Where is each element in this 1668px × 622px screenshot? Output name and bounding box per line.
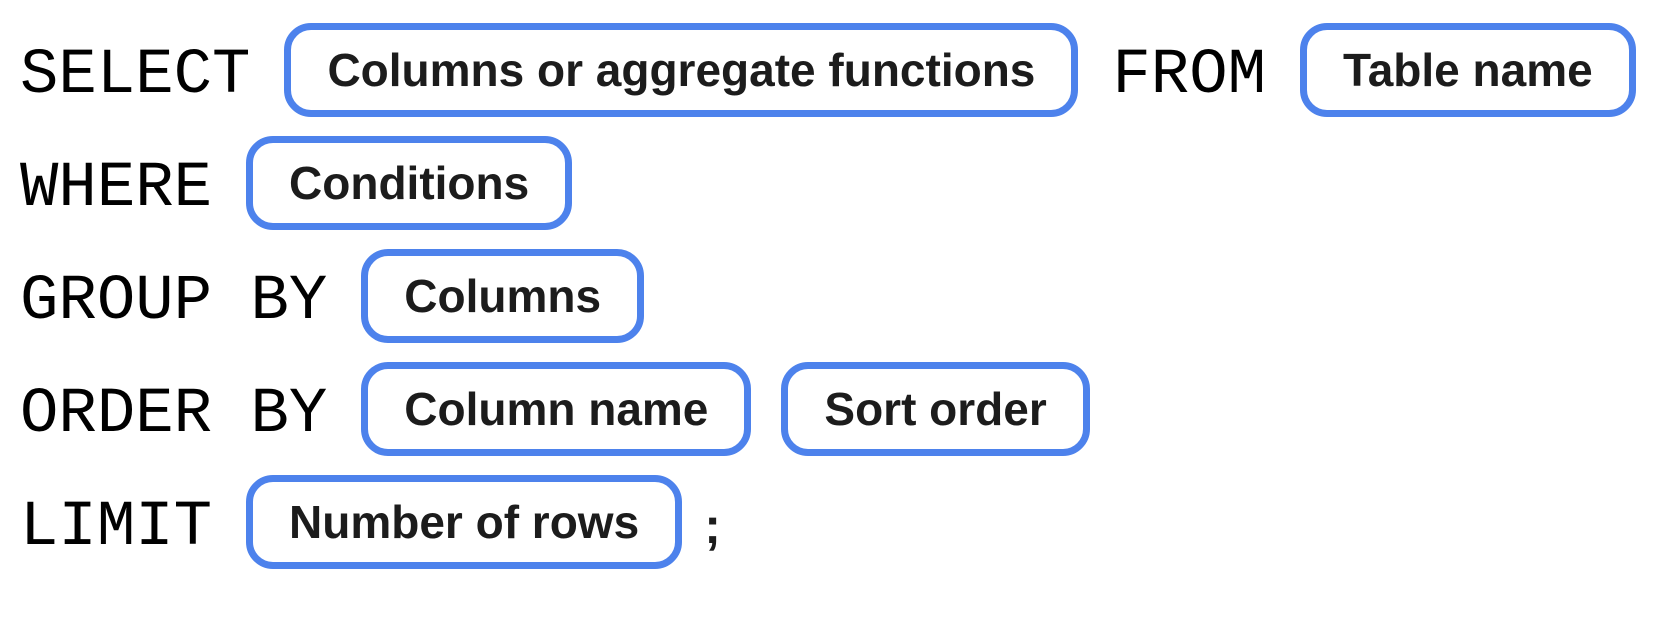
keyword-from: FROM: [1112, 40, 1267, 112]
sort-order-placeholder-pill: Sort order: [781, 362, 1090, 456]
column-name-placeholder-pill: Column name: [361, 362, 752, 456]
group-by-columns-placeholder-pill: Columns: [361, 249, 645, 343]
select-columns-placeholder-pill: Columns or aggregate functions: [284, 23, 1079, 117]
select-from-row: SELECT Columns or aggregate functions FR…: [20, 23, 1668, 117]
where-row: WHERE Conditions: [20, 136, 1668, 230]
limit-row: LIMIT Number of rows ;: [20, 475, 1668, 569]
keyword-where: WHERE: [20, 153, 213, 225]
statement-terminator-semicolon: ;: [704, 498, 721, 554]
keyword-group-by: GROUP BY: [20, 266, 328, 338]
order-by-row: ORDER BY Column name Sort order: [20, 362, 1668, 456]
group-by-row: GROUP BY Columns: [20, 249, 1668, 343]
keyword-order-by: ORDER BY: [20, 379, 328, 451]
table-name-placeholder-pill: Table name: [1300, 23, 1636, 117]
number-of-rows-placeholder-pill: Number of rows: [246, 475, 683, 569]
keyword-limit: LIMIT: [20, 492, 213, 564]
conditions-placeholder-pill: Conditions: [246, 136, 573, 230]
keyword-select: SELECT: [20, 40, 251, 112]
